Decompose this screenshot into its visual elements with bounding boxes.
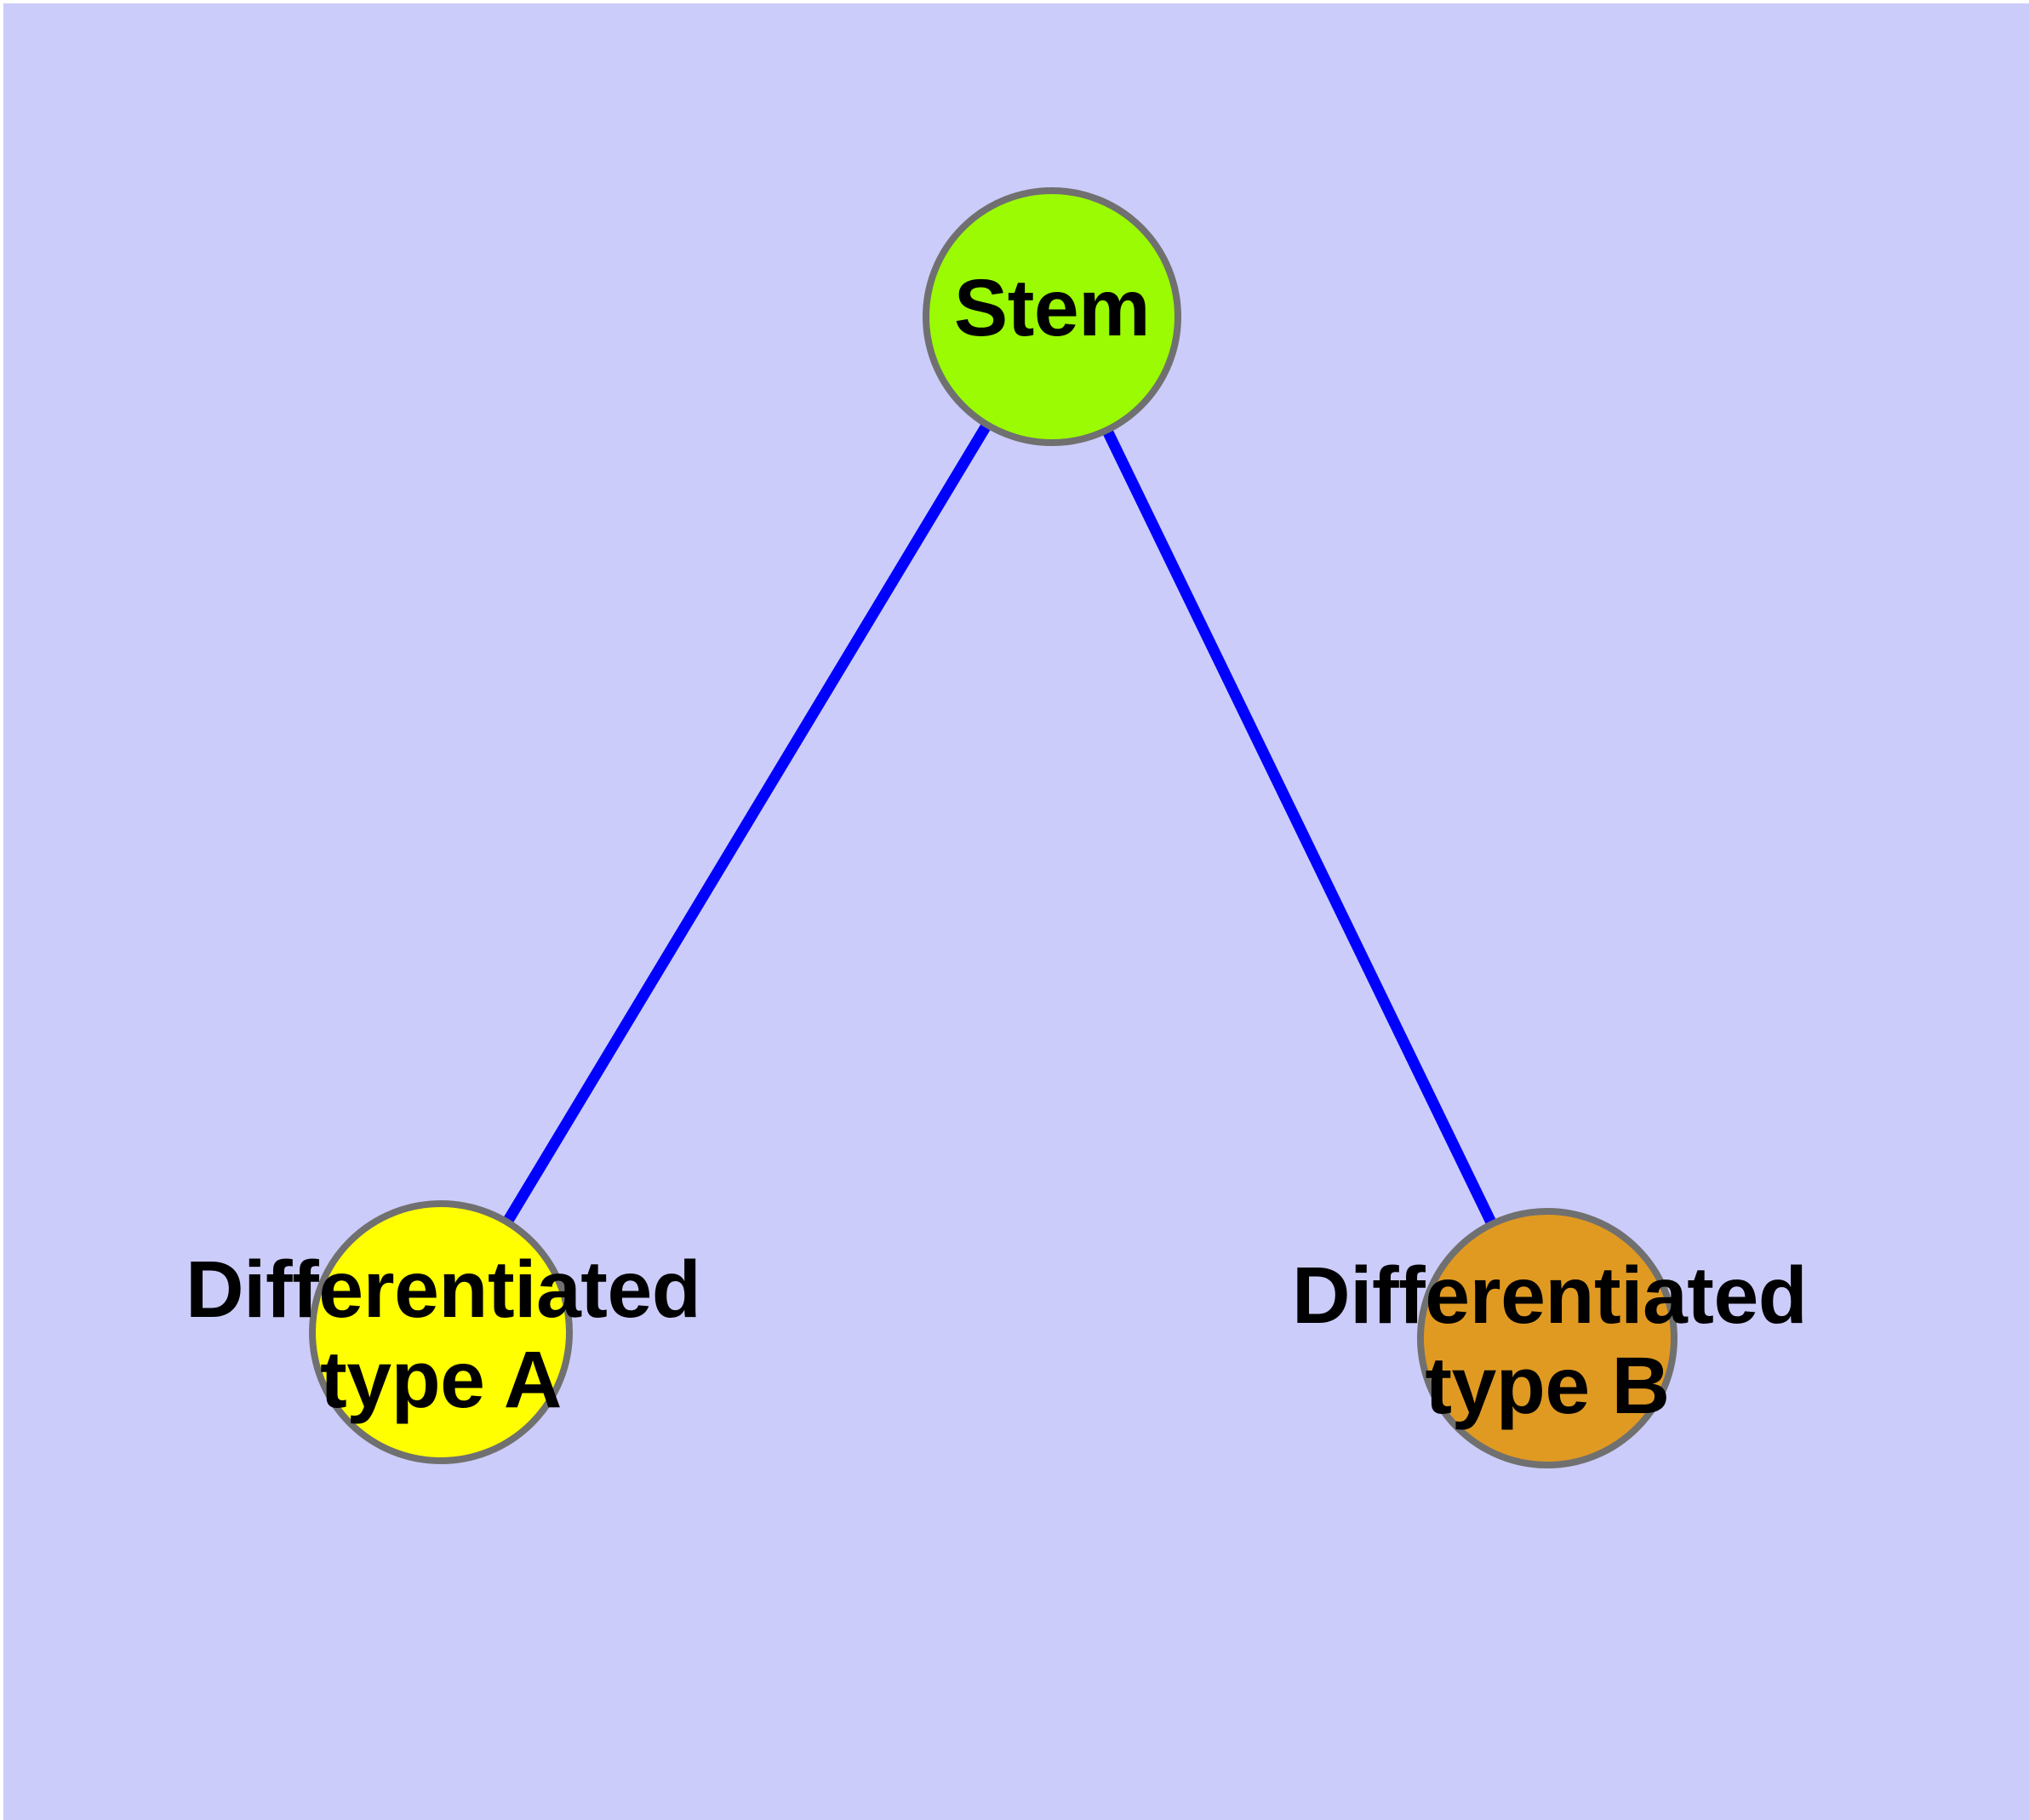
node-layer [309, 187, 1677, 1468]
edge-stem-to-diff-a[interactable] [502, 421, 992, 1225]
node-circle-diff-b[interactable] [1417, 1208, 1677, 1468]
node-circle-diff-a[interactable] [309, 1200, 573, 1464]
edge-stem-to-diff-b[interactable] [1101, 427, 1497, 1227]
edge-layer [502, 421, 1497, 1227]
node-circle-stem[interactable] [923, 187, 1181, 446]
